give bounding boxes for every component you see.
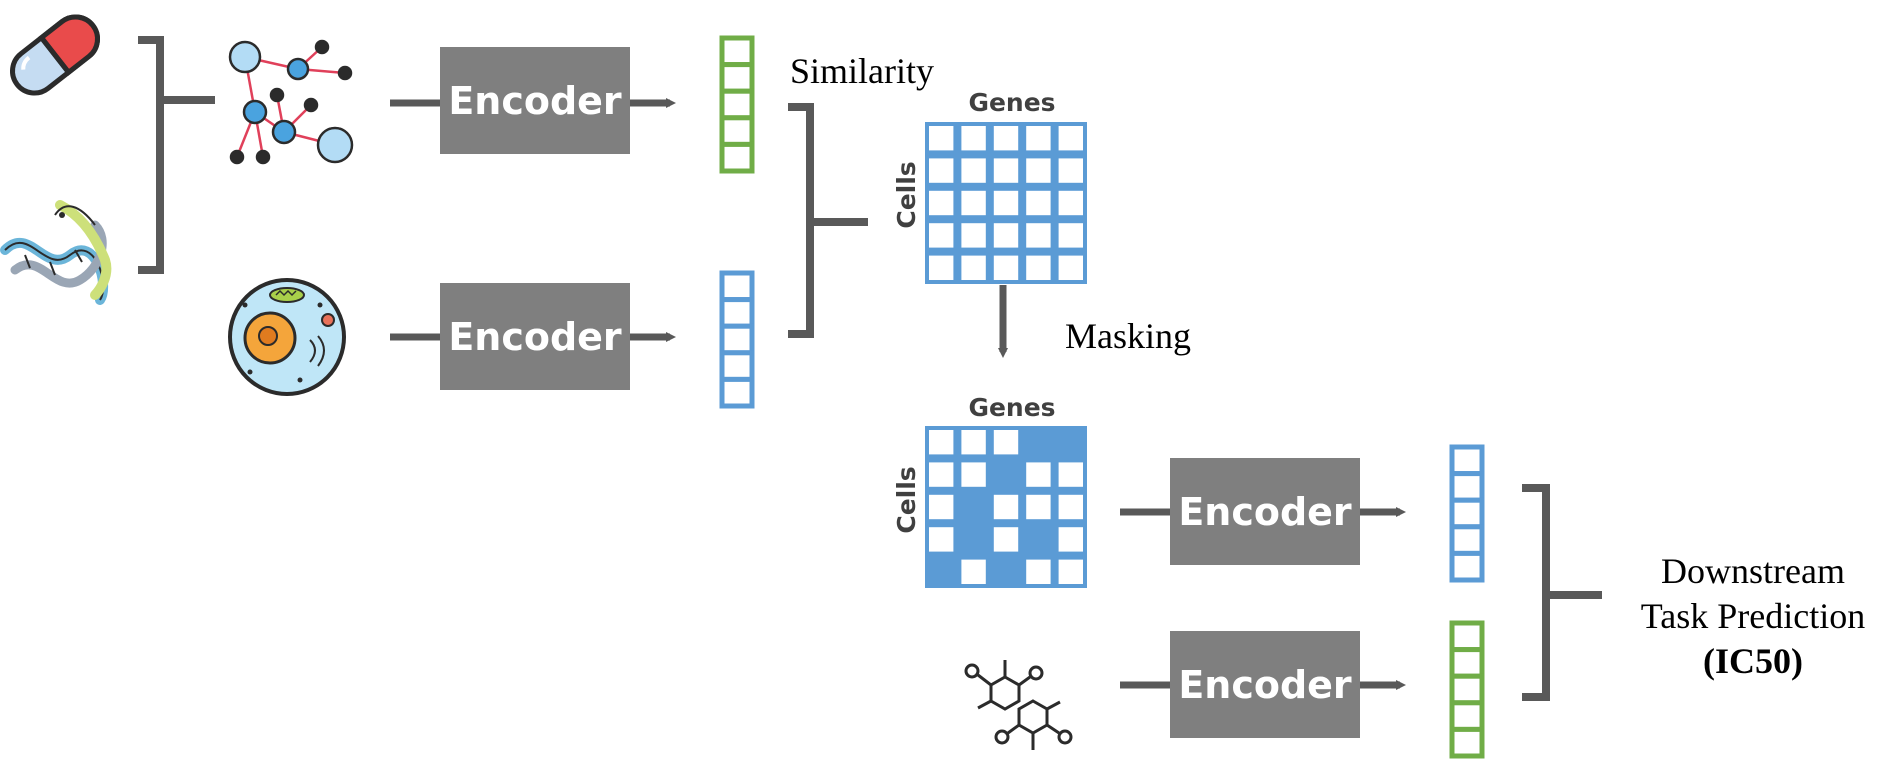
matrix-cell <box>929 462 954 487</box>
matrix-cell <box>1058 255 1083 280</box>
matrix-cell <box>929 223 954 248</box>
vector-cell <box>719 323 755 356</box>
molecular-graph-icon <box>228 39 354 165</box>
cells-label-bottom: Cells <box>892 466 921 533</box>
matrix-cell <box>993 223 1019 248</box>
vector-cell <box>1449 444 1485 477</box>
matrix-cell <box>993 126 1019 151</box>
encoder-box-2 <box>440 283 630 390</box>
matrix-cell <box>929 190 954 216</box>
vector-cell <box>1449 700 1485 732</box>
vector-cell <box>1449 497 1485 530</box>
matrix-cell <box>1058 494 1083 520</box>
matrix-cell <box>961 430 986 455</box>
matrix-cell <box>993 255 1019 280</box>
matrix-cell <box>1058 559 1083 584</box>
matrix-cell <box>1058 223 1083 248</box>
similarity-matrix <box>925 122 1087 284</box>
pill-icon <box>10 14 100 96</box>
encoder-label-2: Encoder <box>448 315 622 359</box>
vector-cell <box>719 35 755 68</box>
matrix-cell <box>1026 158 1051 183</box>
downstream-bracket <box>1522 484 1602 701</box>
matrix-cell <box>1026 559 1051 584</box>
downstream-label-line3: (IC50) <box>1703 641 1803 681</box>
cells-label-top: Cells <box>892 161 921 228</box>
matrix-cell <box>1026 126 1051 151</box>
matrix-cell <box>961 559 986 584</box>
encoder-label-4: Encoder <box>1178 663 1352 707</box>
embedding-vector-green-2 <box>1449 620 1485 759</box>
matrix-cell <box>993 430 1019 455</box>
vector-cell <box>1449 647 1485 679</box>
matrix-cell <box>1058 462 1083 487</box>
vector-cell <box>1449 673 1485 706</box>
matrix-cell <box>929 255 954 280</box>
encoder-box-1 <box>440 47 630 154</box>
vector-cell <box>1449 550 1485 583</box>
matrix-cell <box>929 158 954 183</box>
vector-cell <box>719 270 755 303</box>
encoder-label-3: Encoder <box>1178 490 1352 534</box>
vector-cell <box>1449 524 1485 556</box>
vector-cell <box>719 62 755 94</box>
encoder-label-1: Encoder <box>448 79 622 123</box>
matrix-cell <box>961 158 986 183</box>
vector-cell <box>1449 471 1485 503</box>
matrix-cell <box>1058 527 1083 552</box>
molecule-structure-icon <box>964 660 1073 750</box>
vector-cell <box>719 297 755 329</box>
matrix-cell <box>1026 462 1051 487</box>
matrix-cell <box>961 190 986 216</box>
vector-cell <box>719 115 755 147</box>
embedding-vector-blue-2 <box>1449 444 1485 583</box>
matrix-cell <box>929 494 954 520</box>
matrix-cell <box>1026 494 1051 520</box>
matrix-cell <box>1058 126 1083 151</box>
matrix-cell <box>1058 190 1083 216</box>
matrix-cell <box>929 527 954 552</box>
similarity-label: Similarity <box>790 51 934 91</box>
left-bracket <box>138 36 215 274</box>
matrix-cell <box>1058 158 1083 183</box>
matrix-cell <box>961 223 986 248</box>
vector-cell <box>719 88 755 121</box>
cell-icon <box>228 278 346 396</box>
downstream-label-line1: Downstream <box>1661 551 1845 591</box>
matrix-cell <box>961 462 986 487</box>
genes-label-bottom: Genes <box>968 393 1055 422</box>
vector-cell <box>1449 620 1485 653</box>
vector-cell <box>719 376 755 409</box>
matrix-cell <box>1026 223 1051 248</box>
matrix-cell <box>993 158 1019 183</box>
matrix-cell <box>993 494 1019 520</box>
matrix-cell <box>961 126 986 151</box>
masking-label: Masking <box>1065 316 1191 356</box>
matrix-cell <box>929 430 954 455</box>
vector-cell <box>719 141 755 174</box>
matrix-cell <box>929 126 954 151</box>
vector-cell <box>719 350 755 382</box>
vector-cell <box>1449 726 1485 759</box>
encoder-box-3 <box>1170 458 1360 565</box>
dna-helix-icon <box>0 200 112 305</box>
matrix-cell <box>993 190 1019 216</box>
encoder-box-4 <box>1170 631 1360 738</box>
genes-label-top: Genes <box>968 88 1055 117</box>
embedding-vector-green-1 <box>719 35 755 174</box>
matrix-cell <box>1026 190 1051 216</box>
downstream-label-line2: Task Prediction <box>1641 596 1865 636</box>
matrix-cell <box>993 527 1019 552</box>
matrix-cell <box>961 255 986 280</box>
similarity-bracket <box>788 103 868 338</box>
masked-matrix <box>925 426 1087 588</box>
matrix-cell <box>1026 255 1051 280</box>
embedding-vector-blue-1 <box>719 270 755 409</box>
